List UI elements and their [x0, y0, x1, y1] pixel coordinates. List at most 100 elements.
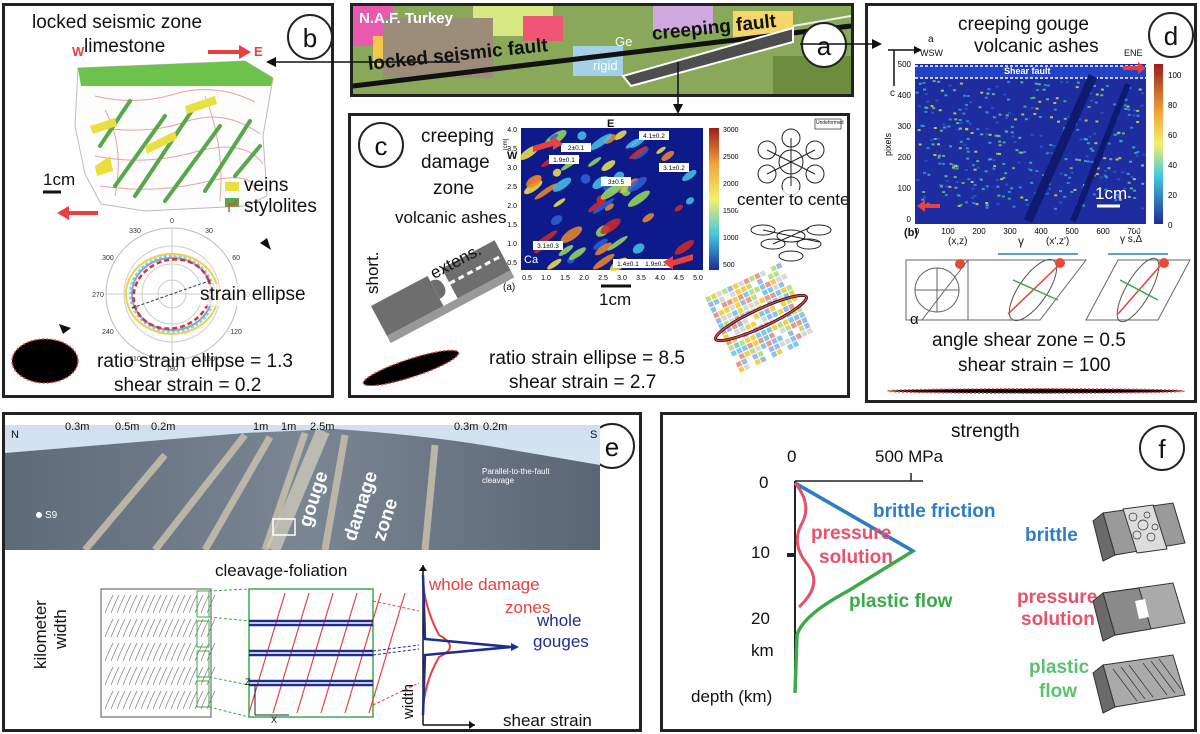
geologic-map — [353, 6, 851, 94]
measurement-label: 1.9±0.2 — [645, 261, 667, 268]
depth-label: depth (km) — [691, 687, 773, 706]
measurement-box — [533, 241, 563, 250]
al-x-tick: 200 — [972, 227, 986, 236]
panel-c-title-4: volcanic ashes — [395, 208, 507, 227]
sub-b-label: (b) — [904, 227, 919, 239]
width-label-4: 1m — [253, 421, 269, 433]
s9-label: S9 — [45, 510, 58, 521]
map-w: W — [507, 150, 518, 162]
legend-flow: flow — [1039, 681, 1077, 702]
al-y-tick: 500 — [898, 60, 912, 69]
dextral-arrow-bottom — [57, 206, 98, 220]
alpha-label: α — [910, 311, 919, 328]
outcrop-photo — [5, 425, 600, 550]
width-label-3: 0.2m — [151, 421, 176, 433]
panel-b-title: locked seismic zone — [32, 12, 203, 33]
legend-brittle: brittle — [1025, 525, 1078, 546]
shear-geometry-sketch — [905, 253, 1191, 323]
al-x-tick: 700 — [1127, 227, 1141, 236]
scale-label-d: 1cm — [1095, 184, 1128, 203]
legend-pressure: pressure — [1017, 587, 1098, 608]
z-axis-label: Z — [245, 677, 251, 687]
parallel-cleavage-label: Parallel-to-the-fault cleavage — [482, 467, 550, 485]
c-axis-label: c — [890, 88, 895, 99]
width-label-6: 2.5m — [310, 421, 335, 433]
map-x-tick: 1.0 — [541, 275, 551, 282]
measurement-label: 1.9±0.1 — [553, 157, 575, 164]
panel-d-subtitle: volcanic ashes — [974, 36, 1099, 57]
width-label-2: 0.5m — [115, 421, 140, 433]
rose-tick-label: 0 — [170, 218, 174, 225]
region-label: N.A.F. Turkey — [359, 10, 453, 27]
brittle-friction-label: brittle friction — [873, 501, 996, 522]
panel-b-subtitle: limestone — [84, 36, 166, 57]
x-tick-500: 500 MPa — [875, 447, 944, 466]
map-y-tick: 1.0 — [507, 241, 517, 248]
map-y-unit: [cm] — [503, 138, 509, 150]
map-x-tick: 2.0 — [579, 275, 589, 282]
panel-d-badge: d — [1148, 12, 1194, 58]
legend-stylolites: stylolites — [244, 196, 317, 217]
brittle-friction-curve — [794, 481, 914, 553]
rose-tick-label: 270 — [92, 292, 104, 299]
pressure-label: pressure — [811, 523, 892, 544]
al-y-tick: 400 — [898, 91, 912, 100]
ge-label: Ge — [615, 34, 633, 49]
kilometer-label: kilometer — [31, 600, 50, 669]
al-x-tick: 0 — [915, 227, 920, 236]
a-axis-label: a — [928, 34, 934, 45]
shear-strain-c: shear strain = 2.7 — [509, 372, 657, 393]
xz-prime-label: (x',z') — [1046, 236, 1070, 247]
shear-strain-b: shear strain = 0.2 — [114, 375, 262, 396]
whole-damage-label: whole damage — [429, 575, 540, 594]
whole-label: whole — [537, 611, 582, 630]
panel-b: locked seismic zone limestone W E b — [2, 3, 334, 398]
map-y-tick: 2.0 — [507, 203, 517, 210]
al-x-tick: 400 — [1034, 227, 1048, 236]
y-tick-0: 0 — [759, 473, 769, 492]
map-x-tick: 4.5 — [674, 275, 684, 282]
al-x-tick: 100 — [941, 227, 955, 236]
strain-ellipse-c — [362, 349, 460, 386]
xz-label: (x,z) — [948, 236, 968, 247]
x-axis-label: X — [271, 715, 278, 725]
map-x-tick: 4.0 — [655, 275, 665, 282]
al-y-tick: 200 — [898, 153, 912, 162]
map-x-tick: 3.5 — [636, 275, 646, 282]
panel-c-title-3: zone — [433, 178, 475, 199]
scale-label-c: 1cm — [599, 290, 632, 309]
al-colorbar-tick: 0 — [1168, 221, 1173, 230]
wsw-label: WSW — [920, 48, 943, 58]
center-to-center-diagram — [750, 118, 842, 262]
ratio-strain-ellipse-c: ratio strain ellipse = 8.5 — [489, 348, 685, 369]
al-y-tick: 0 — [907, 215, 912, 224]
panel-b-badge: b — [287, 14, 331, 60]
plastic-flow-label: plastic flow — [849, 591, 953, 612]
map-y-tick: 3.5 — [507, 146, 517, 153]
width-label-1: 0.3m — [65, 421, 90, 433]
colorbar-label-al: Al — [1133, 224, 1142, 235]
north-label: N — [11, 429, 19, 441]
pixels-label: pixels — [883, 132, 893, 156]
pressure-solution-curve — [793, 482, 816, 609]
shear-fault-label: Shear fault — [1004, 66, 1051, 76]
measurement-label: 2±0.1 — [568, 145, 585, 152]
legend-veins: veins — [244, 175, 289, 196]
map-sub-a: (a) — [503, 282, 516, 293]
strength-profile — [787, 473, 923, 694]
al-y-tick: 300 — [898, 122, 912, 131]
gouges-label: gouges — [533, 632, 589, 651]
panel-c-title-1: creeping — [421, 126, 494, 147]
al-colorbar-tick: 100 — [1168, 71, 1182, 80]
map-x-tick: 0.5 — [522, 275, 532, 282]
measurement-label: 3.1±0.2 — [663, 165, 685, 172]
al-x-tick: 300 — [1003, 227, 1017, 236]
east-label: E — [254, 44, 263, 59]
plastic-flow-curve — [793, 481, 917, 694]
km-label: km — [751, 641, 774, 660]
map-y-tick: 1.5 — [507, 222, 517, 229]
fabric-ellipse-plot — [705, 262, 816, 373]
al-x-tick: 500 — [1065, 227, 1079, 236]
colorbar-tick: 3000 — [723, 127, 739, 134]
center-to-center-label: center to center — [737, 190, 847, 210]
